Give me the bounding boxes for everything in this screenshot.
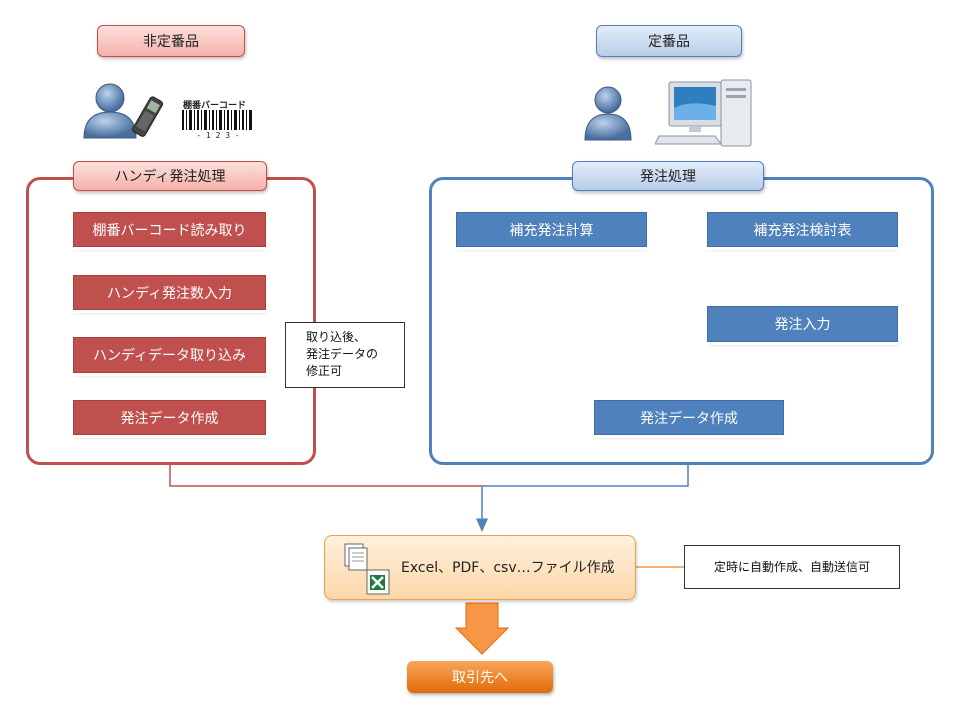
person-icon	[584, 86, 632, 141]
person-icon	[83, 83, 137, 139]
step-order-data-create-right: 発注データ作成	[591, 397, 787, 438]
barcode-label: 棚番バーコード	[183, 101, 247, 111]
category-non-standard: 非定番品	[97, 25, 245, 57]
note-line: 発注データの	[306, 347, 379, 361]
step-order-data-create-left: 発注データ作成	[70, 397, 269, 438]
step-handy-qty-input: ハンディ発注数入力	[70, 272, 269, 313]
file-output-box: Excel、PDF、csv…ファイル作成	[324, 535, 636, 600]
document-files-icon	[344, 543, 390, 595]
group-title-order: 発注処理	[572, 161, 764, 191]
step-replenish-review: 補充発注検討表	[704, 209, 901, 250]
step-replenish-calc: 補充発注計算	[453, 209, 650, 250]
big-down-arrow	[454, 602, 510, 655]
destination-supplier: 取引先へ	[407, 661, 553, 693]
step-barcode-read: 棚番バーコード読み取り	[70, 209, 269, 250]
note-line: 修正可	[306, 364, 343, 378]
step-order-input: 発注入力	[704, 303, 901, 345]
auto-send-note: 定時に自動作成、自動送信可	[684, 545, 900, 589]
file-output-label: Excel、PDF、csv…ファイル作成	[401, 560, 615, 576]
handheld-scanner-icon	[132, 96, 164, 137]
import-note: 取り込後、 発注データの 修正可	[285, 322, 405, 388]
step-handy-data-import: ハンディデータ取り込み	[70, 334, 269, 376]
barcode-icon	[182, 110, 252, 130]
note-line: 取り込後、	[306, 330, 367, 344]
desktop-computer-icon	[655, 79, 752, 147]
group-title-handy: ハンディ発注処理	[73, 161, 267, 191]
category-standard: 定番品	[596, 25, 742, 57]
barcode-digits: - 1 2 3 -	[196, 131, 240, 140]
